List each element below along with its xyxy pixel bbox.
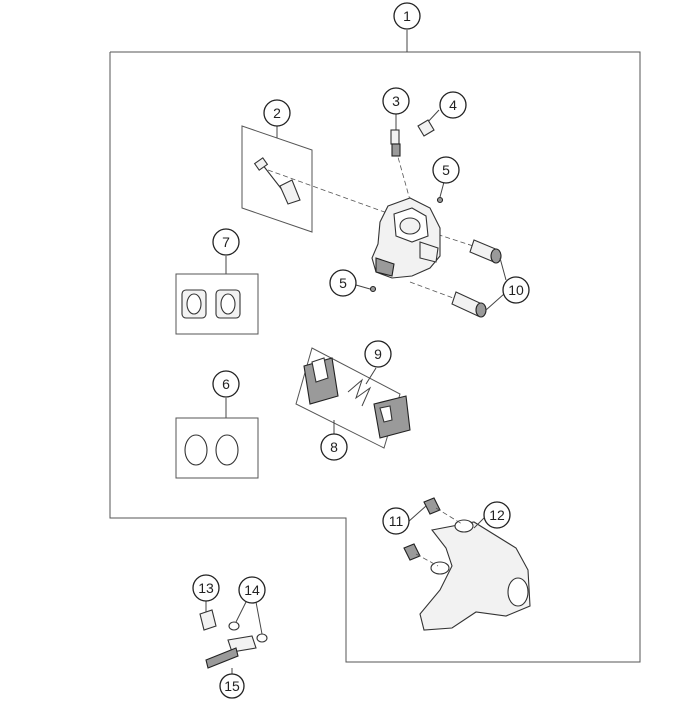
- part-15-brake-hose: [205, 635, 257, 675]
- axis-line-bleeder: [395, 149, 411, 201]
- callout-11: 11: [382, 507, 410, 535]
- callout-7: 7: [212, 228, 240, 256]
- callout-4: 4: [439, 91, 467, 119]
- callout-label-7: 7: [222, 234, 230, 250]
- part-4-cap: [417, 109, 440, 137]
- callout-label-13: 13: [198, 580, 214, 596]
- callout-1: 1: [393, 2, 421, 30]
- part-14-washers: [228, 601, 268, 643]
- part-5-pin-upper: [436, 196, 444, 204]
- callout-label-8: 8: [330, 439, 338, 455]
- part-7-pistons: [175, 256, 259, 335]
- part-6-seal-rings: [175, 398, 259, 479]
- callout-2: 2: [263, 99, 291, 127]
- callout-label-15: 15: [224, 678, 240, 694]
- part-10-guide-pins: [451, 239, 507, 318]
- callout-6: 6: [212, 370, 240, 398]
- callout-14: 14: [238, 576, 266, 604]
- callout-label-3: 3: [392, 93, 400, 109]
- callout-label-14: 14: [244, 582, 260, 598]
- part-13-banjo-bolt: [199, 600, 217, 631]
- callout-9: 9: [364, 340, 392, 368]
- part-2-bolt-kit: [241, 125, 313, 233]
- callout-5-upper: 5: [432, 156, 460, 184]
- part-8-brake-pads: [295, 347, 411, 449]
- callout-3: 3: [382, 87, 410, 115]
- callout-label-9: 9: [374, 346, 382, 362]
- callout-label-10: 10: [508, 282, 524, 298]
- axis-line-right-lower: [409, 281, 481, 309]
- callout-label-2: 2: [273, 105, 281, 121]
- callout-13: 13: [192, 574, 220, 602]
- leader-5-upper: [439, 181, 445, 198]
- axis-line-upper: [267, 169, 391, 215]
- brake-caliper-body: [371, 197, 441, 279]
- leader-5-lower: [355, 284, 371, 290]
- part-11-bracket-bolts: [403, 497, 463, 567]
- part-5-pin-lower: [369, 285, 377, 293]
- assembly-outline: [109, 51, 641, 663]
- callout-8: 8: [320, 433, 348, 461]
- part-12-caliper-bracket: [419, 517, 531, 631]
- callout-label-5-lower: 5: [339, 275, 347, 291]
- part-9-pad-spring: [347, 367, 377, 407]
- callout-12: 12: [483, 501, 511, 529]
- callout-label-5-upper: 5: [442, 162, 450, 178]
- callout-label-6: 6: [222, 376, 230, 392]
- callout-label-1: 1: [403, 8, 411, 24]
- callout-10: 10: [502, 276, 530, 304]
- callout-15: 15: [219, 673, 245, 699]
- callout-label-12: 12: [489, 507, 505, 523]
- part-3-bleeder-screw: [390, 113, 401, 157]
- callout-5-lower: 5: [329, 269, 357, 297]
- callout-label-4: 4: [449, 97, 457, 113]
- callout-label-11: 11: [389, 513, 404, 529]
